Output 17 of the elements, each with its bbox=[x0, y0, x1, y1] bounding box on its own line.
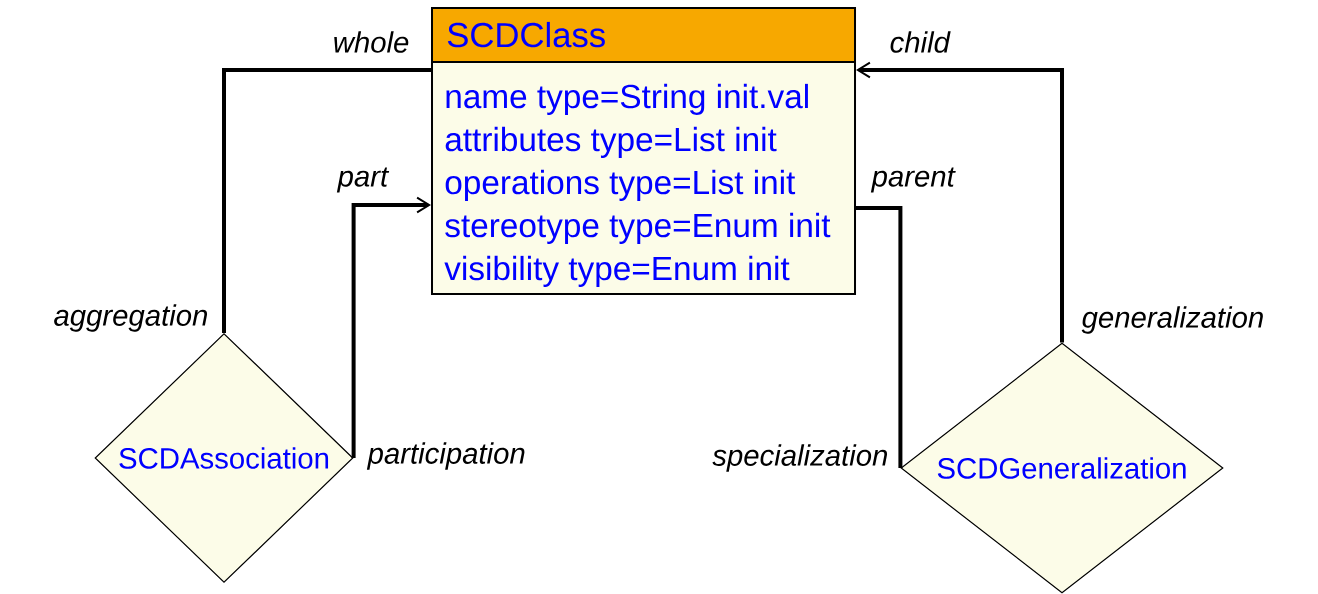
role-label: parent bbox=[870, 167, 956, 193]
edge-label: specialization bbox=[712, 444, 888, 472]
role-label: whole bbox=[334, 31, 409, 53]
role-label: part bbox=[336, 167, 390, 193]
connector-arrow bbox=[856, 61, 1064, 343]
edge-label: generalization bbox=[1081, 306, 1263, 334]
attribute-text: visibility type=Enum init bbox=[444, 255, 790, 287]
edge-label: aggregation bbox=[54, 304, 208, 332]
class-box bbox=[431, 7, 856, 295]
class-name: SCDClass bbox=[447, 21, 605, 48]
attribute-text: attributes type=List init bbox=[445, 126, 777, 158]
edge-label: participation bbox=[366, 442, 525, 470]
attribute-text: stereotype type=Enum init bbox=[445, 212, 831, 244]
attribute-text: operations type=List init bbox=[445, 169, 796, 201]
attribute-text: name type=String init.val bbox=[446, 83, 808, 115]
connector-arrow bbox=[351, 196, 431, 458]
role-label: child bbox=[890, 31, 951, 53]
